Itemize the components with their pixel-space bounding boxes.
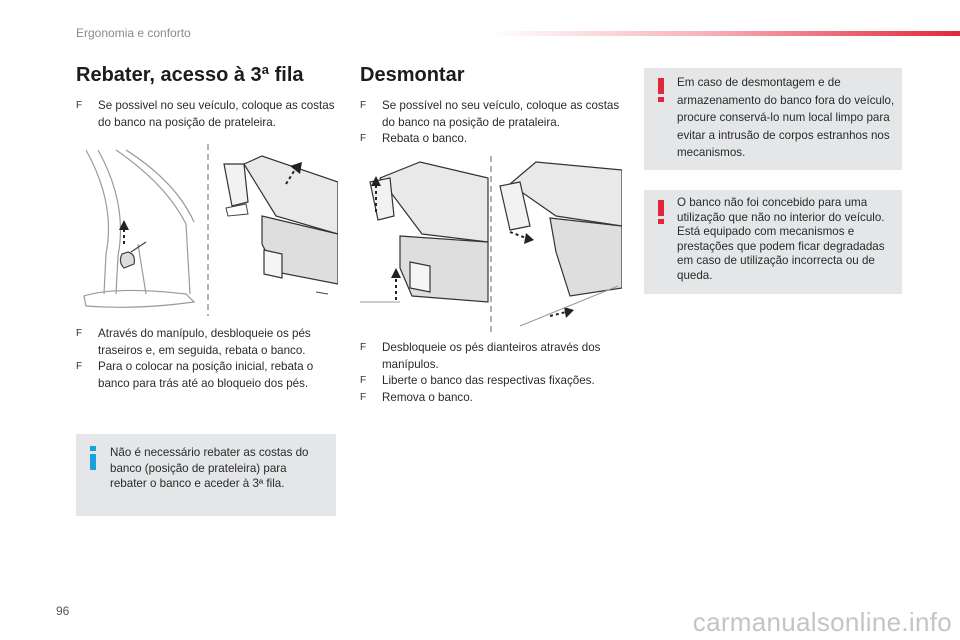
middle-step-text: Liberte o banco das respectivas fixações… bbox=[382, 374, 595, 387]
warning-icon bbox=[658, 78, 664, 102]
bullet-icon: F bbox=[360, 375, 367, 386]
list-item: F Desbloqueie os pés dianteiros através … bbox=[360, 340, 622, 373]
warning-box-storage: Em caso de desmontagem e de armazenament… bbox=[644, 68, 902, 170]
list-item: F Se possivel no seu veículo, coloque as… bbox=[76, 98, 338, 131]
info-box-text: Não é necessário rebater as costas do ba… bbox=[110, 446, 309, 490]
middle-intro-list: F Se possível no seu veículo, coloque as… bbox=[360, 98, 622, 148]
list-item: F Para o colocar na posição inicial, reb… bbox=[76, 359, 338, 392]
watermark: carmanualsonline.info bbox=[692, 607, 952, 637]
bullet-icon: F bbox=[76, 100, 83, 111]
warning-icon bbox=[658, 200, 664, 224]
middle-steps-list: F Desbloqueie os pés dianteiros através … bbox=[360, 340, 622, 406]
left-intro-list: F Se possivel no seu veículo, coloque as… bbox=[76, 98, 338, 131]
list-item: F Se possível no seu veículo, coloque as… bbox=[360, 98, 622, 131]
left-step-text: Através do manípulo, desbloqueie os pés … bbox=[98, 327, 311, 357]
header-accent-bar bbox=[490, 31, 960, 36]
bullet-icon: F bbox=[76, 361, 83, 372]
warning-box-usage: O banco não foi concebido para uma utili… bbox=[644, 190, 902, 294]
list-item: F Através do manípulo, desbloqueie os pé… bbox=[76, 326, 338, 359]
left-section-title: Rebater, acesso à 3ª fila bbox=[76, 64, 304, 86]
bullet-icon: F bbox=[76, 328, 83, 339]
list-item: F Rebata o banco. bbox=[360, 131, 622, 148]
middle-step-text: Desbloqueie os pés dianteiros através do… bbox=[382, 341, 601, 371]
middle-intro-text: Se possível no seu veículo, coloque as c… bbox=[382, 99, 620, 129]
middle-intro-text: Rebata o banco. bbox=[382, 132, 468, 145]
warning-text-usage: O banco não foi concebido para uma utili… bbox=[677, 196, 885, 282]
page-number: 96 bbox=[56, 604, 70, 618]
section-header-title: Ergonomia e conforto bbox=[76, 26, 191, 40]
bullet-icon: F bbox=[360, 391, 367, 403]
left-intro-text: Se possivel no seu veículo, coloque as c… bbox=[98, 99, 335, 129]
left-figure bbox=[76, 144, 338, 316]
bullet-icon: F bbox=[360, 100, 367, 111]
info-icon bbox=[90, 446, 96, 470]
bullet-icon: F bbox=[360, 133, 367, 144]
info-box: Não é necessário rebater as costas do ba… bbox=[76, 434, 336, 516]
list-item: F Liberte o banco das respectivas fixaçõ… bbox=[360, 373, 622, 390]
warning-text-storage: Em caso de desmontagem e de armazenament… bbox=[677, 76, 895, 160]
left-steps-list: F Através do manípulo, desbloqueie os pé… bbox=[76, 326, 338, 392]
middle-figure bbox=[360, 156, 622, 332]
middle-step-text: Remova o banco. bbox=[382, 390, 473, 404]
list-item: F Remova o banco. bbox=[360, 390, 622, 407]
left-step-text: Para o colocar na posição inicial, rebat… bbox=[98, 360, 314, 390]
middle-section-title: Desmontar bbox=[360, 64, 465, 86]
bullet-icon: F bbox=[360, 342, 367, 353]
